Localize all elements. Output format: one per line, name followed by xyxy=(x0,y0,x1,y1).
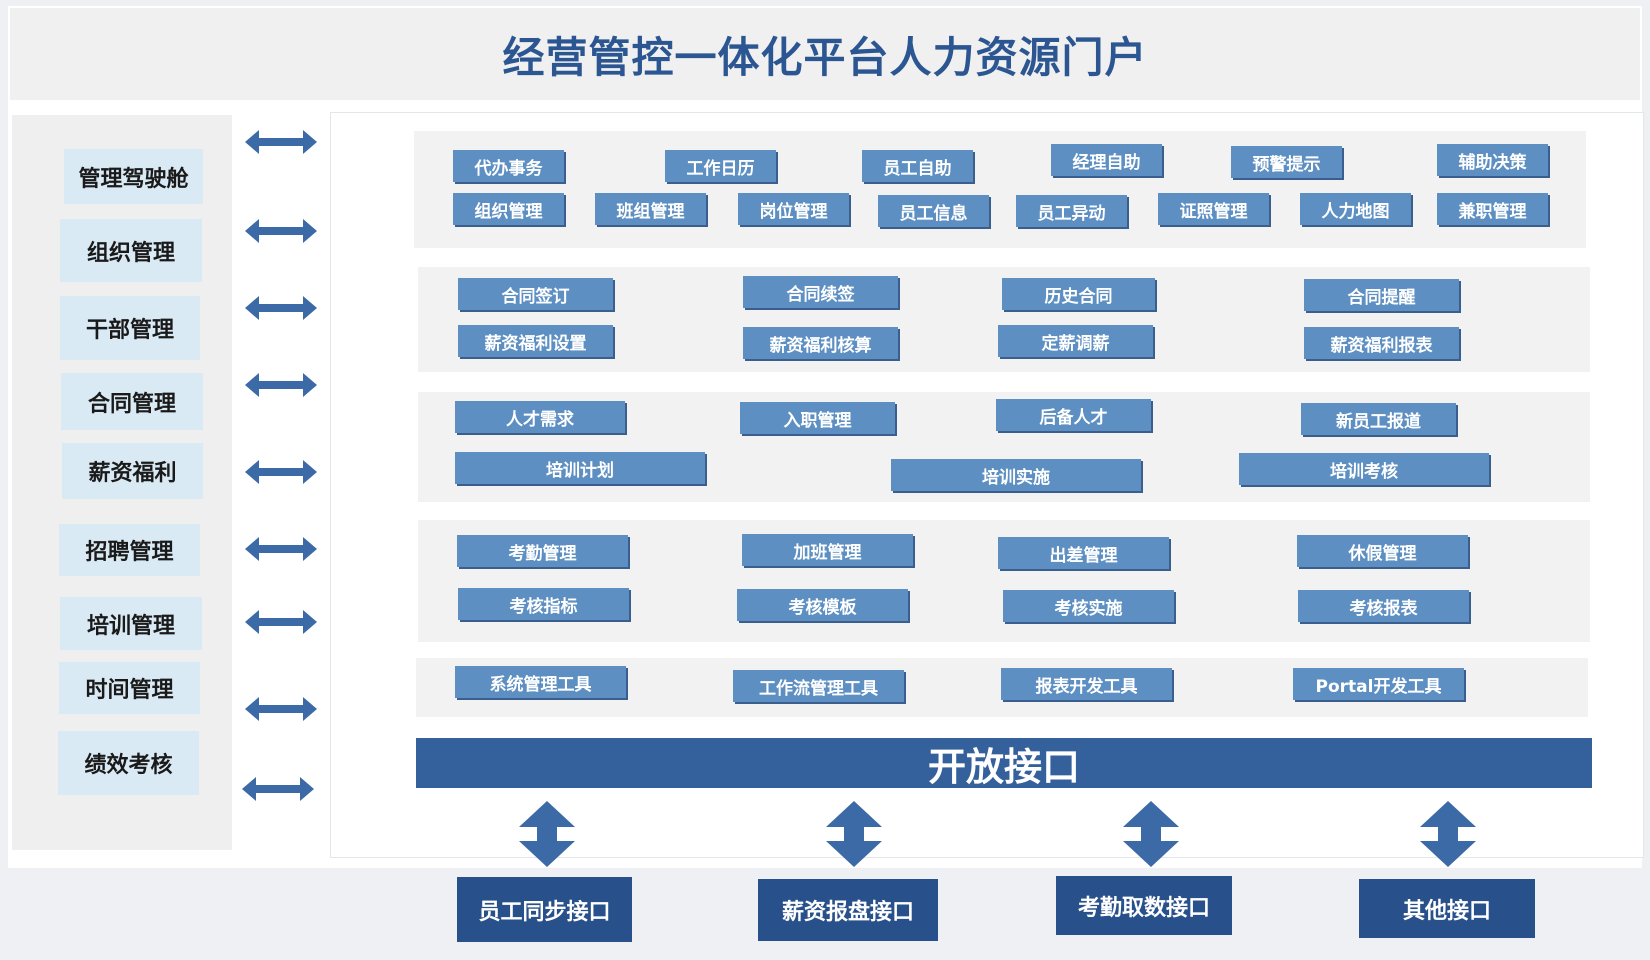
module-talent-demand[interactable]: 人才需求 xyxy=(455,401,625,433)
sidebar-item-recruit[interactable]: 招聘管理 xyxy=(59,524,200,576)
module-reserve-talent[interactable]: 后备人才 xyxy=(996,399,1151,431)
module-license-management[interactable]: 证照管理 xyxy=(1158,193,1269,225)
sidebar-item-cockpit[interactable]: 管理驾驶舱 xyxy=(64,149,203,204)
module-salary-report[interactable]: 薪资福利报表 xyxy=(1304,327,1459,359)
module-system-tools[interactable]: 系统管理工具 xyxy=(455,666,626,698)
module-contract-signing[interactable]: 合同签订 xyxy=(458,278,613,310)
module-org-management[interactable]: 组织管理 xyxy=(453,193,564,225)
vertical-double-arrow-icon xyxy=(826,801,882,867)
double-arrow-icon xyxy=(245,537,317,561)
module-business-trip[interactable]: 出差管理 xyxy=(998,537,1169,569)
module-team-management[interactable]: 班组管理 xyxy=(595,193,706,225)
vertical-double-arrow-icon xyxy=(1123,801,1179,867)
module-group-portal xyxy=(414,131,1586,248)
double-arrow-icon xyxy=(245,296,317,320)
module-overtime[interactable]: 加班管理 xyxy=(742,534,913,566)
vertical-double-arrow-icon xyxy=(1420,801,1476,867)
sidebar-item-salary[interactable]: 薪资福利 xyxy=(62,443,203,499)
other-interface[interactable]: 其他接口 xyxy=(1359,879,1535,938)
module-manager-self-service[interactable]: 经理自助 xyxy=(1051,144,1162,176)
double-arrow-icon xyxy=(245,697,317,721)
module-employee-self-service[interactable]: 员工自助 xyxy=(862,150,973,182)
sidebar-item-performance[interactable]: 绩效考核 xyxy=(58,731,199,795)
module-leave[interactable]: 休假管理 xyxy=(1297,535,1468,567)
double-arrow-icon xyxy=(245,460,317,484)
module-alerts[interactable]: 预警提示 xyxy=(1231,146,1342,178)
module-onboarding[interactable]: 入职管理 xyxy=(740,402,895,434)
module-workflow-tools[interactable]: 工作流管理工具 xyxy=(733,670,904,702)
attendance-data-interface[interactable]: 考勤取数接口 xyxy=(1056,876,1232,935)
vertical-double-arrow-icon xyxy=(519,801,575,867)
open-interface-bar: 开放接口 xyxy=(416,738,1592,789)
sidebar-item-org[interactable]: 组织管理 xyxy=(60,219,202,282)
module-new-employee-report[interactable]: 新员工报道 xyxy=(1301,403,1456,435)
salary-report-interface[interactable]: 薪资报盘接口 xyxy=(758,879,938,941)
page-title: 经营管控一体化平台人力资源门户 xyxy=(502,33,1148,82)
module-portal-tools[interactable]: Portal开发工具 xyxy=(1293,668,1464,700)
double-arrow-icon xyxy=(245,610,317,634)
employee-sync-interface[interactable]: 员工同步接口 xyxy=(457,877,632,942)
module-contract-renewal[interactable]: 合同续签 xyxy=(743,276,898,308)
module-salary-calculation[interactable]: 薪资福利核算 xyxy=(743,327,898,359)
module-hr-map[interactable]: 人力地图 xyxy=(1300,193,1411,225)
sidebar-item-training[interactable]: 培训管理 xyxy=(60,597,202,650)
sidebar-item-cadre[interactable]: 干部管理 xyxy=(60,296,200,360)
module-salary-settings[interactable]: 薪资福利设置 xyxy=(458,325,613,357)
module-employee-info[interactable]: 员工信息 xyxy=(878,195,989,227)
module-assessment-report[interactable]: 考核报表 xyxy=(1298,590,1469,622)
module-contract-history[interactable]: 历史合同 xyxy=(1002,278,1155,310)
module-position-management[interactable]: 岗位管理 xyxy=(738,193,849,225)
double-arrow-icon xyxy=(245,130,317,154)
module-pending-tasks[interactable]: 代办事务 xyxy=(453,150,564,182)
module-contract-reminder[interactable]: 合同提醒 xyxy=(1304,279,1459,311)
module-part-time-management[interactable]: 兼职管理 xyxy=(1437,193,1548,225)
double-arrow-icon xyxy=(242,777,314,801)
module-assessment-implementation[interactable]: 考核实施 xyxy=(1003,590,1174,622)
module-employee-change[interactable]: 员工异动 xyxy=(1016,195,1127,227)
module-kpi[interactable]: 考核指标 xyxy=(458,588,629,620)
module-work-calendar[interactable]: 工作日历 xyxy=(665,150,776,182)
module-report-tools[interactable]: 报表开发工具 xyxy=(1001,668,1172,700)
module-decision-support[interactable]: 辅助决策 xyxy=(1437,144,1548,176)
module-assessment-template[interactable]: 考核模板 xyxy=(737,589,908,621)
double-arrow-icon xyxy=(245,219,317,243)
module-training-implementation[interactable]: 培训实施 xyxy=(891,459,1141,491)
sidebar-item-time[interactable]: 时间管理 xyxy=(59,662,200,714)
sidebar-item-contract[interactable]: 合同管理 xyxy=(61,373,203,430)
module-salary-adjustment[interactable]: 定薪调薪 xyxy=(998,325,1153,357)
module-training-assessment[interactable]: 培训考核 xyxy=(1239,453,1489,485)
module-training-plan[interactable]: 培训计划 xyxy=(455,452,705,484)
double-arrow-icon xyxy=(245,373,317,397)
module-attendance[interactable]: 考勤管理 xyxy=(457,535,628,567)
header-band xyxy=(10,8,1640,100)
